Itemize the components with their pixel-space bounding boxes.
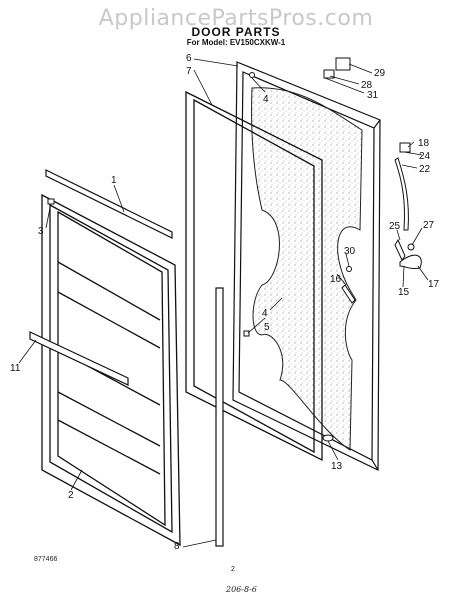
footer-handwritten-note: 206-8-6	[225, 585, 257, 594]
footer-code: 877466	[34, 556, 57, 563]
callout-6: 6	[186, 53, 192, 64]
callout-28: 28	[361, 80, 373, 91]
page-title: DOOR PARTS	[191, 25, 281, 39]
callout-8: 8	[174, 541, 180, 552]
watermark: AppliancePartsPros.com	[98, 6, 374, 31]
callout-17: 17	[428, 279, 440, 290]
model-line: For Model: EV150CXKW-1	[186, 38, 286, 47]
door-gasket	[185, 90, 323, 462]
callout-24: 24	[419, 151, 431, 162]
top-trim-strip	[45, 169, 173, 239]
callout-22: 22	[419, 164, 431, 175]
callout-7: 7	[186, 66, 192, 77]
door-panel-rear	[232, 61, 381, 471]
callout-3: 3	[38, 226, 44, 237]
callout-29: 29	[374, 68, 386, 79]
callout-4-bottom: 4	[262, 308, 268, 319]
callout-13: 13	[331, 461, 343, 472]
callout-25: 25	[389, 221, 401, 232]
breaker-strip	[215, 287, 224, 547]
leader-lines	[18, 58, 429, 548]
callout-11: 11	[10, 363, 21, 374]
callout-4-top: 4	[263, 94, 269, 105]
callout-15: 15	[398, 287, 410, 298]
footer-page-number: 2	[231, 566, 235, 573]
shelf-bar	[29, 331, 129, 386]
callout-31: 31	[367, 90, 379, 101]
callout-5: 5	[264, 322, 270, 333]
hardware-parts	[47, 57, 422, 442]
callout-27: 27	[423, 220, 435, 231]
callout-1: 1	[111, 175, 117, 186]
callout-18: 18	[418, 138, 430, 149]
callout-2: 2	[68, 490, 74, 501]
callout-labels: 1 2 3 4 4 5 6 7 8 11 13 15 16 17 18 22 2…	[10, 53, 440, 552]
callout-30: 30	[344, 246, 356, 257]
callout-16: 16	[330, 274, 342, 285]
